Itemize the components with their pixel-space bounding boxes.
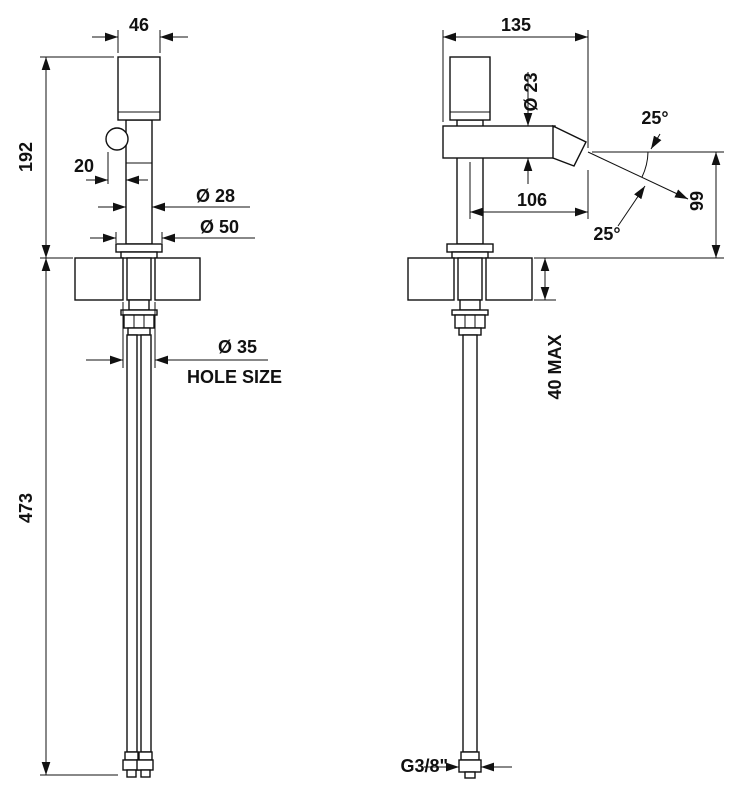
dim-label-46: 46 bbox=[129, 15, 149, 35]
dim-front-body-height: 192 bbox=[16, 56, 114, 259]
front-hoses bbox=[122, 334, 154, 778]
dim-side-counter-max: 40 MAX bbox=[534, 258, 565, 400]
dim-front-handle-offset: 20 bbox=[74, 152, 148, 185]
dim-label-20: 20 bbox=[74, 156, 94, 176]
side-flange-step bbox=[451, 251, 489, 259]
side-view: 135 Ø 23 106 25° bbox=[400, 15, 724, 779]
side-locknut bbox=[454, 314, 486, 329]
dim-label-99: 99 bbox=[687, 191, 707, 211]
side-hose-body bbox=[462, 334, 478, 753]
front-shank bbox=[126, 257, 152, 301]
dim-label-25-lower: 25° bbox=[593, 224, 620, 244]
side-hose-crimp bbox=[460, 751, 480, 761]
dim-label-dia35: Ø 35 bbox=[218, 337, 257, 357]
side-shank bbox=[457, 257, 483, 301]
side-hose-adapter bbox=[458, 327, 482, 336]
angle-arc bbox=[641, 151, 649, 178]
dim-label-dia50: Ø 50 bbox=[200, 217, 239, 237]
side-deck-left bbox=[407, 257, 455, 301]
side-hose-nut bbox=[458, 759, 482, 773]
front-stem bbox=[125, 119, 153, 245]
side-handle bbox=[449, 56, 491, 121]
side-hose-tip bbox=[464, 771, 476, 779]
side-hose bbox=[458, 334, 482, 779]
front-washer bbox=[120, 309, 158, 316]
dim-side-spout-diameter: Ø 23 bbox=[521, 72, 541, 184]
side-threaded-shank bbox=[459, 299, 481, 311]
side-faucet-body bbox=[442, 56, 587, 259]
dim-label-40max: 40 MAX bbox=[545, 334, 565, 399]
front-hose-tip bbox=[140, 769, 151, 778]
front-handle bbox=[117, 56, 161, 121]
dim-front-top-width: 46 bbox=[92, 15, 188, 53]
front-hose-left bbox=[126, 334, 138, 753]
dim-front-flange-diameter: Ø 50 bbox=[90, 217, 255, 243]
side-flange bbox=[446, 243, 494, 253]
dim-label-25-upper: 25° bbox=[641, 108, 668, 128]
side-dimensions: 135 Ø 23 106 25° bbox=[400, 15, 724, 776]
front-deck-right bbox=[154, 257, 201, 301]
front-hose-adapter bbox=[127, 327, 151, 336]
front-under-deck bbox=[120, 299, 158, 336]
front-countertop bbox=[74, 257, 201, 301]
front-locknut bbox=[123, 314, 155, 329]
front-flange-step bbox=[120, 251, 158, 259]
dim-label-135: 135 bbox=[501, 15, 531, 35]
dim-label-106: 106 bbox=[517, 190, 547, 210]
dim-side-spout-reach: 106 bbox=[469, 162, 589, 219]
dim-label-473: 473 bbox=[16, 493, 36, 523]
front-hose-tip bbox=[126, 769, 137, 778]
dim-label-hole-size: HOLE SIZE bbox=[187, 367, 282, 387]
dim-side-spout-height: 99 bbox=[534, 152, 724, 259]
dim-front-hole-size: Ø 35 HOLE SIZE bbox=[86, 302, 282, 387]
side-washer bbox=[451, 309, 489, 316]
front-hose-crimp bbox=[124, 751, 139, 761]
dim-side-angles: 25° 25° bbox=[587, 108, 724, 244]
front-hose-nut bbox=[136, 759, 154, 771]
front-faucet-body bbox=[105, 56, 163, 259]
front-dimensions: 46 192 473 20 bbox=[16, 15, 282, 776]
angle-stream-line bbox=[587, 151, 689, 200]
front-hose-right bbox=[140, 334, 152, 753]
angle-upper-leader bbox=[650, 133, 662, 150]
side-under-deck bbox=[451, 299, 489, 336]
angle-lower-leader bbox=[617, 185, 646, 227]
dim-side-top-depth: 135 bbox=[442, 15, 589, 148]
dim-label-dia28: Ø 28 bbox=[196, 186, 235, 206]
front-side-knob bbox=[105, 127, 129, 151]
dim-label-192: 192 bbox=[16, 142, 36, 172]
front-flange bbox=[115, 243, 163, 253]
side-countertop bbox=[407, 257, 533, 301]
front-threaded-shank bbox=[128, 299, 150, 311]
side-deck-right bbox=[485, 257, 533, 301]
dim-front-hose-length: 473 bbox=[16, 258, 118, 776]
front-view: 46 192 473 20 bbox=[16, 15, 282, 778]
front-hose-crimp bbox=[138, 751, 153, 761]
side-spout bbox=[442, 125, 556, 159]
dim-label-dia23: Ø 23 bbox=[521, 72, 541, 111]
dim-label-g38: G3/8" bbox=[400, 756, 448, 776]
dim-front-body-diameter: Ø 28 bbox=[98, 186, 250, 212]
dim-side-thread: G3/8" bbox=[400, 756, 512, 776]
front-deck-left bbox=[74, 257, 124, 301]
